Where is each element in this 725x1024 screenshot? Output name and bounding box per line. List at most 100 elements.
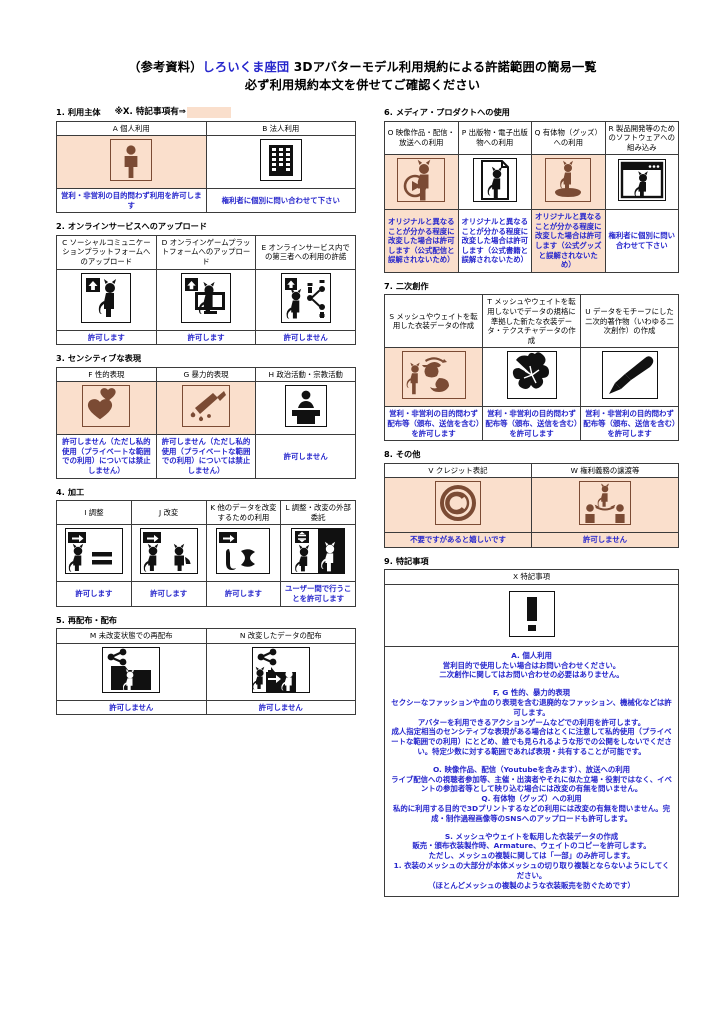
section-2-title: オンラインサービスへのアップロード bbox=[67, 221, 208, 232]
podium-speaker-icon bbox=[284, 385, 327, 428]
cell-header-O: O 映像作品・配信・放送への利用 bbox=[384, 120, 459, 156]
table-row-notes: 許可しません 許可しません bbox=[56, 699, 356, 716]
cell-header-V: V クレジット表記 bbox=[384, 462, 532, 479]
cell-icon-M bbox=[56, 642, 207, 701]
right-column: 6. メディア・プロダクトへの使用 O 映像作品・配信・放送への利用 P 出版物… bbox=[383, 106, 679, 904]
bloody-knife-icon bbox=[182, 385, 230, 428]
cell-header-S: S メッシュやウェイトを転用した衣装データの作成 bbox=[383, 294, 484, 349]
table-row-icons bbox=[383, 347, 679, 408]
section-3-table: F 性的表現 G 暴力的表現 H 政治活動・宗教活動 bbox=[56, 366, 356, 479]
section-9-table: X 特記事項 A. 個人利用 営利目的で使用 bbox=[384, 569, 679, 898]
cell-icon-Q bbox=[531, 154, 606, 211]
cell-note-D: 許可します bbox=[155, 329, 257, 346]
page-title: （参考資料）しろいくま座団 3Dアバターモデル利用規約による許諾範囲の簡易一覧 … bbox=[0, 0, 725, 94]
cell-note-I: 許可します bbox=[56, 581, 132, 607]
cell-header-M: M 未改変状態での再配布 bbox=[56, 628, 207, 644]
cell-icon-F bbox=[56, 381, 157, 436]
section-4-table: I 調整 J 改変 K 他のデータを改変するための利用 L 調整・改変の外部委託 bbox=[56, 500, 356, 607]
arrow-cat-modified-icon bbox=[139, 528, 198, 575]
section-5-redistribution: 5. 再配布・配布 M 未改変状態での再配布 N 改変したデータの配布 bbox=[56, 614, 356, 716]
cell-header-X: X 特記事項 bbox=[384, 569, 679, 585]
section-5-heading: 5. 再配布・配布 bbox=[56, 614, 356, 627]
section-5-title: 再配布・配布 bbox=[67, 614, 117, 625]
left-column: 1. 利用主体 ※X. 特記事項有⇒ A 個人利用 B 法人利用 bbox=[56, 106, 356, 904]
paintbrush-icon bbox=[601, 351, 658, 400]
cell-note-F: 許可しません（ただし私的使用（プライベートな範囲での利用）については禁止しません… bbox=[56, 434, 157, 479]
cell-icon-L bbox=[280, 524, 356, 583]
note-line: 私的に利用する目的で3Dプリントするなどの利用には改変の有無を問いません。完成・… bbox=[392, 804, 671, 823]
section-7-number: 7. bbox=[384, 280, 393, 291]
arrow-cat-other-data-icon bbox=[216, 528, 271, 575]
section-5-table: M 未改変状態での再配布 N 改変したデータの配布 bbox=[56, 628, 356, 716]
section-2-heading: 2. オンラインサービスへのアップロード bbox=[56, 220, 356, 233]
table-row-notes: 不要ですがあると嬉しいです 許可しません bbox=[384, 532, 679, 548]
table-row-icons bbox=[384, 477, 679, 534]
note-line: アバターを利用できるアクションゲームなどでの利用を許可します。 bbox=[417, 717, 646, 727]
cell-icon-P bbox=[457, 154, 532, 211]
section-3-number: 3. bbox=[56, 353, 65, 364]
table-row-icons bbox=[384, 154, 679, 211]
section-2-number: 2. bbox=[56, 221, 65, 232]
section-9-special-notes: 9. 特記事項 X 特記事項 bbox=[384, 555, 679, 898]
cell-note-H: 許可しません bbox=[255, 434, 356, 479]
cell-icon-E bbox=[255, 268, 356, 331]
document-cat-icon bbox=[472, 158, 517, 203]
section-4-number: 4. bbox=[56, 486, 65, 497]
note-block-heading: A. 個人利用 bbox=[511, 650, 552, 660]
cell-icon-W bbox=[531, 477, 679, 534]
cell-icon-T bbox=[482, 347, 581, 408]
table-row-headers: S メッシュやウェイトを転用した衣装データの作成 T メッシュやウェイトを転用し… bbox=[383, 294, 679, 349]
section-8-table: V クレジット表記 W 権利義務の譲渡等 bbox=[384, 462, 679, 548]
upload-cat-icon bbox=[81, 272, 132, 323]
cell-notes-body: A. 個人利用 営利目的で使用したい場合はお問い合わせください。 二次創作に関し… bbox=[384, 645, 679, 898]
note-line: ライブ配信への視聴者参加等、主催・出演者やそれに似た立場・役割ではなく、イベント… bbox=[391, 774, 672, 794]
cell-note-O: オリジナルと異なることが分かる程度に改変した場合は許可します（公式配信と誤解され… bbox=[384, 209, 459, 273]
section-3-title: センシティブな表現 bbox=[67, 353, 142, 364]
cell-icon-C bbox=[56, 268, 157, 331]
section-8-others: 8. その他 V クレジット表記 W 権利義務の譲渡等 bbox=[384, 448, 679, 548]
cell-note-A: 営利・非営利の目的問わず利用を許可します bbox=[56, 188, 207, 214]
figurine-cat-icon bbox=[545, 158, 592, 203]
cell-note-J: 許可します bbox=[130, 581, 207, 607]
table-row-icons bbox=[56, 381, 356, 436]
section-7-derivative-works: 7. 二次創作 S メッシュやウェイトを転用した衣装データの作成 T メッシュや… bbox=[383, 280, 679, 442]
section-7-heading: 7. 二次創作 bbox=[384, 280, 679, 293]
table-row-notes: 営利・非営利の目的問わず利用を許可します 権利者に個別に問い合わせて下さい bbox=[56, 188, 356, 214]
table-row-headers: I 調整 J 改変 K 他のデータを改変するための利用 L 調整・改変の外部委託 bbox=[56, 500, 356, 526]
cell-header-L: L 調整・改変の外部委託 bbox=[280, 500, 356, 526]
section-6-table: O 映像作品・配信・放送への利用 P 出版物・電子出版物への利用 Q 有体物（グ… bbox=[384, 120, 679, 273]
cell-header-T: T メッシュやウェイトを転用しないでデータの規格に準拠した新たな衣装データ・テク… bbox=[482, 294, 581, 349]
copyright-icon bbox=[435, 481, 481, 526]
table-row-notes: オリジナルと異なることが分かる程度に改変した場合は許可します（公式配信と誤解され… bbox=[384, 209, 679, 273]
cell-header-K: K 他のデータを改変するための利用 bbox=[205, 500, 282, 526]
cell-icon-K bbox=[205, 524, 282, 583]
table-row-headers: A 個人利用 B 法人利用 bbox=[56, 120, 356, 137]
cell-note-E: 許可しません bbox=[255, 329, 356, 346]
cell-header-G: G 暴力的表現 bbox=[155, 366, 257, 383]
cell-icon-O bbox=[384, 154, 459, 211]
table-row-headers: M 未改変状態での再配布 N 改変したデータの配布 bbox=[56, 628, 356, 644]
cell-icon-N bbox=[205, 642, 356, 701]
section-7-table: S メッシュやウェイトを転用した衣装データの作成 T メッシュやウェイトを転用し… bbox=[383, 294, 679, 442]
title-prefix: （参考資料） bbox=[128, 60, 203, 74]
note-spacer bbox=[391, 680, 672, 688]
table-row-notes: A. 個人利用 営利目的で使用したい場合はお問い合わせください。 二次創作に関し… bbox=[384, 645, 679, 898]
cell-note-N: 許可しません bbox=[205, 699, 356, 716]
table-row-icons bbox=[384, 583, 679, 647]
section-7-title: 二次創作 bbox=[395, 280, 429, 291]
legend-swatch bbox=[187, 107, 231, 118]
section-9-title: 特記事項 bbox=[395, 555, 429, 566]
table-row-headers: C ソーシャルコミュニケーションプラットフォームへのアップロード D オンライン… bbox=[56, 234, 356, 270]
cell-header-W: W 権利義務の譲渡等 bbox=[531, 462, 679, 479]
special-notes-text: A. 個人利用 営利目的で使用したい場合はお問い合わせください。 二次創作に関し… bbox=[385, 647, 678, 897]
note-line: ただし、メッシュの複製に関しては「一部」のみ許可します。 bbox=[428, 851, 635, 861]
play-cat-icon bbox=[397, 158, 446, 203]
upload-monitor-cat-icon bbox=[181, 272, 231, 323]
section-3-sensitive: 3. センシティブな表現 F 性的表現 G 暴力的表現 H 政治活動・宗教活動 bbox=[56, 352, 356, 479]
cell-note-V: 不要ですがあると嬉しいです bbox=[384, 532, 532, 548]
rights-transfer-icon bbox=[579, 481, 631, 526]
cell-icon-X bbox=[384, 583, 679, 647]
cell-note-G: 許可しません（ただし私的使用（プライベートな範囲での利用）については禁止しません… bbox=[155, 434, 257, 479]
cell-header-F: F 性的表現 bbox=[56, 366, 157, 383]
section-2-table: C ソーシャルコミュニケーションプラットフォームへのアップロード D オンライン… bbox=[56, 234, 356, 346]
